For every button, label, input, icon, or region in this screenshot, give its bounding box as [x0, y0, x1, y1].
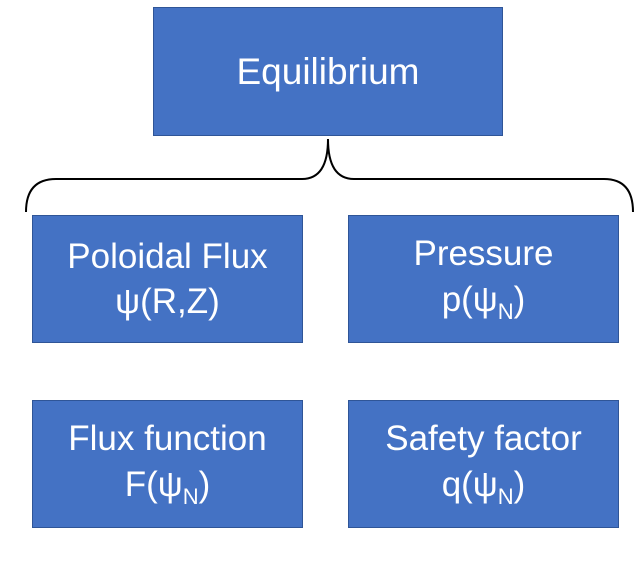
safety-factor-expr-post: ) [513, 464, 526, 504]
flux-function-expr-post: ) [198, 464, 211, 504]
safety-factor-box: Safety factor q(ψN) [348, 400, 619, 528]
poloidal-flux-box: Poloidal Flux ψ(R,Z) [32, 215, 303, 343]
pressure-expression: p(ψN) [442, 277, 526, 327]
flux-function-expr-subscript: N [182, 483, 199, 509]
flux-function-expr-pre: F(ψ [124, 464, 183, 504]
safety-factor-expression: q(ψN) [442, 462, 526, 512]
safety-factor-title: Safety factor [385, 419, 582, 459]
pressure-box: Pressure p(ψN) [348, 215, 619, 343]
flux-function-box: Flux function F(ψN) [32, 400, 303, 528]
safety-factor-expr-subscript: N [497, 483, 514, 509]
pressure-expr-pre: p(ψ [441, 279, 498, 319]
pressure-expr-post: ) [513, 279, 526, 319]
equilibrium-label: Equilibrium [236, 50, 420, 92]
flux-function-expression: F(ψN) [125, 462, 211, 512]
safety-factor-expr-pre: q(ψ [441, 464, 498, 504]
pressure-title: Pressure [413, 234, 554, 274]
flux-function-title: Flux function [68, 419, 267, 459]
poloidal-flux-expression: ψ(R,Z) [115, 282, 220, 321]
equilibrium-box: Equilibrium [153, 7, 503, 136]
poloidal-flux-title: Poloidal Flux [67, 236, 268, 276]
pressure-expr-subscript: N [497, 298, 514, 324]
